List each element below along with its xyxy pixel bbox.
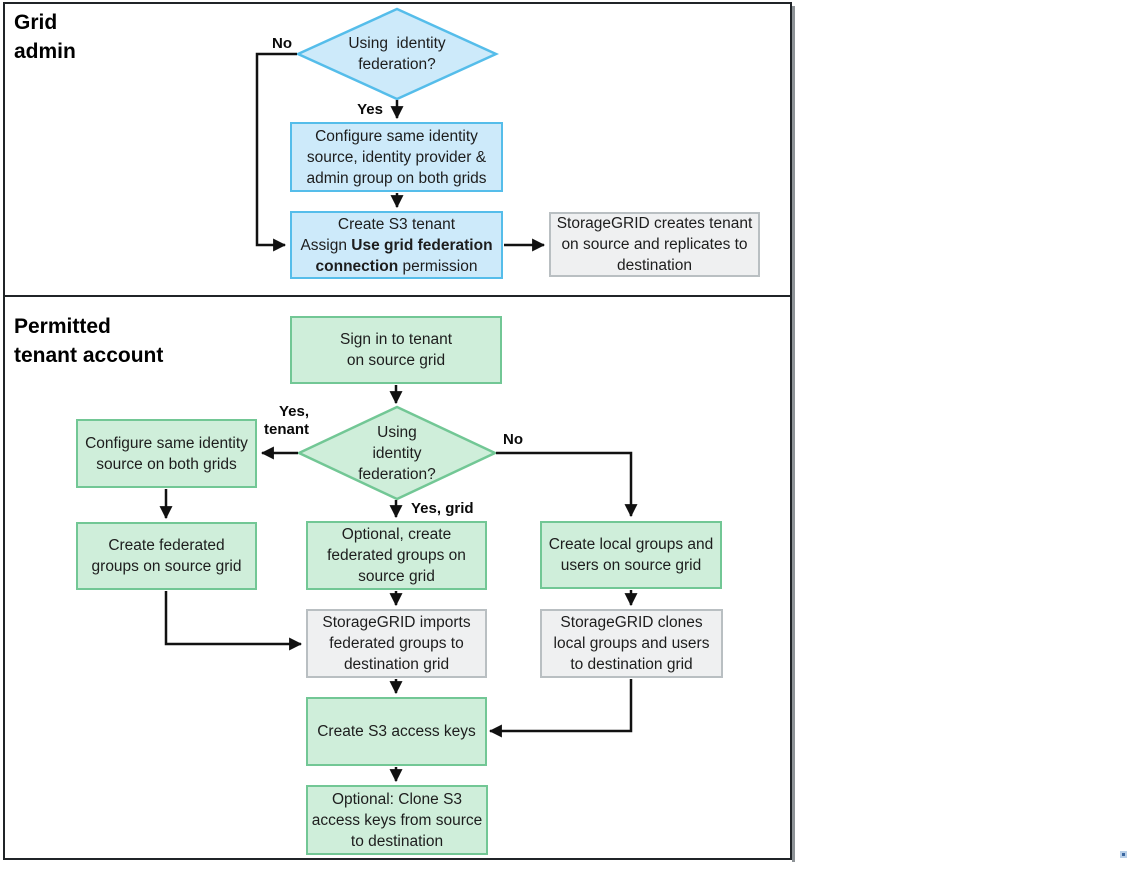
bottom-identity-federation-diamond [296,405,498,501]
tenant-account-panel [3,295,792,860]
top-diamond-label: Using identity federation? [348,35,446,73]
clones-local-groups-box: StorageGRID clones local groups and user… [540,609,723,678]
create-s3-tenant-box: Create S3 tenant Assign Use grid federat… [290,211,503,279]
create-s3-access-keys-box: Create S3 access keys [306,697,487,766]
label-yes-grid: Yes, grid [411,500,474,517]
tenant-account-title: Permitted tenant account [14,315,164,367]
label-yes-top: Yes [357,101,383,118]
edge-no-bottom [496,451,638,518]
grid-admin-title: Grid admin [14,11,76,63]
create-local-groups-box: Create local groups and users on source … [540,521,722,589]
edge-clones-to-keys [488,679,633,738]
create-federated-groups-box: Create federated groups on source grid [76,522,257,590]
sign-in-box: Sign in to tenant on source grid [290,316,502,384]
selection-handle-dot [1120,851,1127,858]
panel-right-shadow [792,6,795,862]
replicate-tenant-box: StorageGRID creates tenant on source and… [549,212,760,277]
clone-s3-access-keys-box: Optional: Clone S3 access keys from sour… [306,785,488,855]
label-no-top: No [272,35,292,52]
label-yes-tenant: Yes, tenant [264,403,309,438]
configure-identity-box: Configure same identity source, identity… [290,122,503,192]
configure-same-identity-box: Configure same identity source on both g… [76,419,257,488]
optional-create-federated-box: Optional, create federated groups on sou… [306,521,487,590]
edge-no-top [255,52,297,252]
top-identity-federation-diamond [294,7,500,101]
label-no-bottom: No [503,431,523,448]
imports-federated-groups-box: StorageGRID imports federated groups to … [306,609,487,678]
edge-federated-to-imports [164,591,303,651]
bottom-diamond-label: Using identity federation? [358,423,436,483]
